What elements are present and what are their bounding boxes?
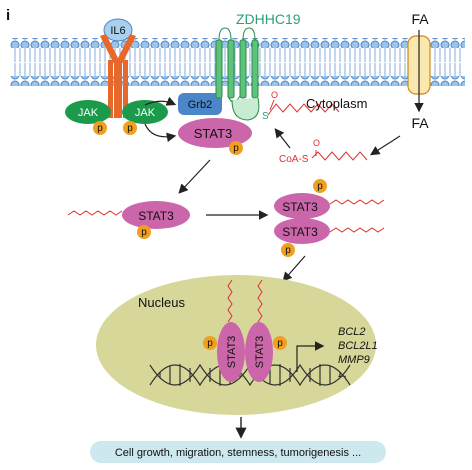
phospho-dimer-top: p [313, 179, 327, 193]
gene-item: MMP9 [338, 354, 370, 366]
dimer-chain-top [329, 199, 385, 205]
stat3-cytoplasm [178, 118, 252, 148]
outcome-bar [90, 441, 386, 463]
il6-label: IL6 [110, 25, 125, 37]
coa-label: CoA-S [279, 154, 309, 165]
stat3-single-label: STAT3 [138, 209, 174, 223]
o-coa-label: O [313, 138, 320, 148]
fa-top-label: FA [411, 11, 429, 27]
phospho-stat3: p [229, 141, 243, 155]
stat3-single-chain [67, 210, 123, 216]
jak-left-label: JAK [78, 107, 99, 119]
il6-ligand [103, 18, 133, 42]
panel-label: i [6, 7, 10, 24]
arrow-stat3-down [178, 159, 211, 194]
svg-text:p: p [233, 143, 239, 154]
arrow-jak-grb2 [144, 96, 177, 106]
stat3-single [122, 201, 190, 229]
svg-text:p: p [285, 245, 291, 256]
coa-chain [311, 150, 368, 161]
stat3-cytoplasm-label: STAT3 [194, 126, 233, 141]
s-label: S [262, 111, 269, 122]
stat3-dna-right [245, 322, 273, 382]
il6-receptor [100, 34, 136, 118]
zdhhc19-enzyme [215, 27, 260, 121]
arrow-coa-zdhhc19 [274, 128, 291, 149]
phospho-jak-right: p [123, 121, 137, 135]
arrow-to-nucleus [282, 255, 306, 282]
jak-right-label: JAK [135, 107, 156, 119]
stat3-dimer-top-label: STAT3 [282, 200, 318, 214]
dna-stat3-chains [227, 279, 263, 323]
cytoplasm-label: Cytoplasm [306, 96, 367, 111]
cell-membrane [10, 38, 465, 86]
phospho-stat3-single: p [137, 225, 151, 239]
transcription-arrow [296, 341, 325, 372]
jak-right [122, 100, 168, 124]
svg-text:p: p [317, 181, 323, 192]
svg-text:p: p [141, 227, 147, 238]
stat3-dna-left-label: STAT3 [226, 336, 238, 369]
phospho-dimer-bottom: p [281, 243, 295, 257]
target-gene-list: BCL2 BCL2L1 MMP9 ... [338, 326, 378, 380]
palmitoyl-chain-top [267, 99, 340, 116]
o-top-label: O [271, 90, 278, 100]
phospho-dna-left: p [203, 336, 217, 350]
stat3-dimer-bottom [274, 218, 330, 244]
gene-item: ... [338, 368, 347, 380]
phospho-jak-left: p [93, 121, 107, 135]
svg-text:p: p [127, 123, 133, 134]
outcome-label: Cell growth, migration, stemness, tumori… [115, 447, 361, 459]
stat3-dimer-bottom-label: STAT3 [282, 225, 318, 239]
svg-text:p: p [277, 338, 283, 349]
svg-text:p: p [97, 123, 103, 134]
stat3-dna-left [217, 322, 245, 382]
dimer-chain-bottom [329, 227, 385, 233]
stat3-dna-right-label: STAT3 [254, 336, 266, 369]
svg-text:p: p [207, 338, 213, 349]
zdhhc19-label: ZDHHC19 [236, 11, 301, 27]
gene-item: BCL2 [338, 326, 366, 338]
phospho-dna-right: p [273, 336, 287, 350]
arrow-jak-stat3 [144, 123, 177, 143]
stat3-dimer-top [274, 193, 330, 219]
grb2-label: Grb2 [188, 99, 212, 111]
fa-inside-label: FA [411, 115, 429, 131]
nucleus-label: Nucleus [138, 295, 185, 310]
gene-item: BCL2L1 [338, 340, 378, 352]
jak-left [65, 100, 111, 124]
grb2 [178, 93, 222, 115]
arrow-fa-coa [369, 135, 401, 156]
